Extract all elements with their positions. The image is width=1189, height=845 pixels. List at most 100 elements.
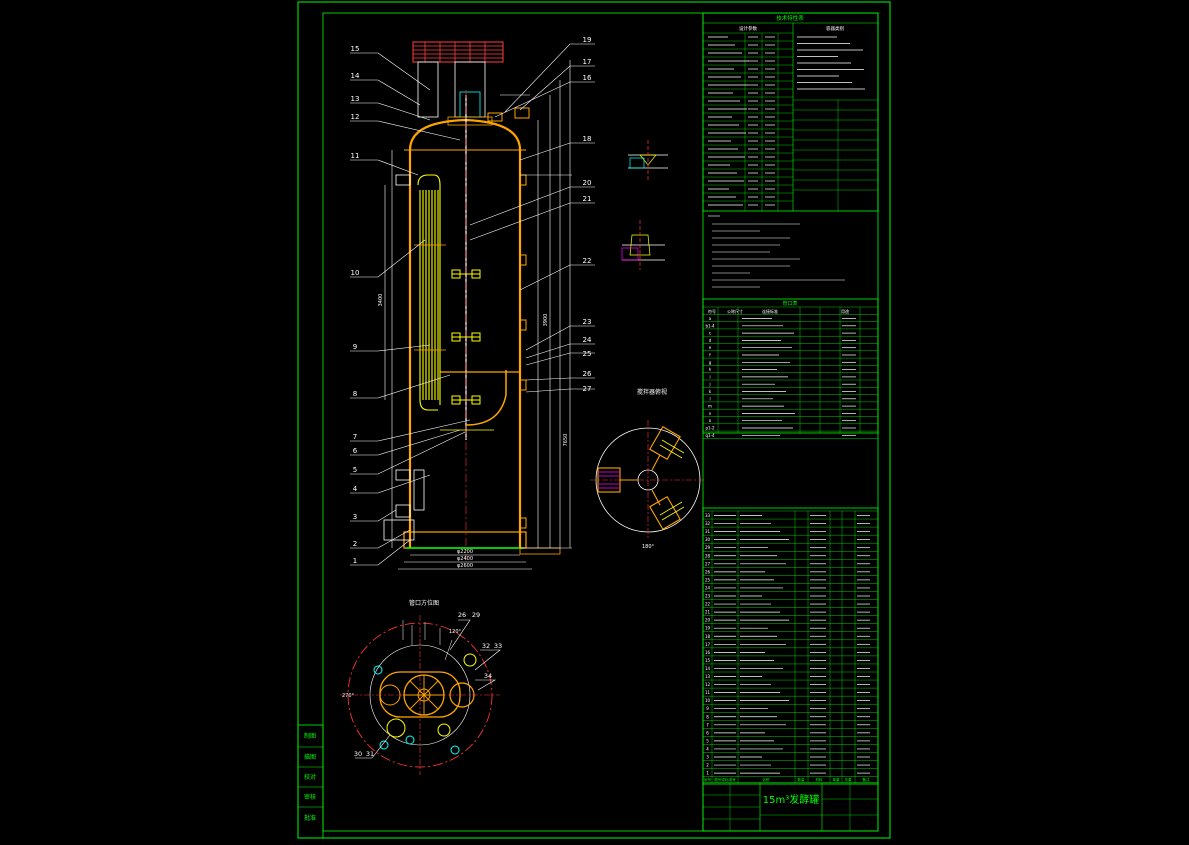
vessel-shell — [408, 118, 522, 548]
nozzle-symbol: f — [709, 353, 711, 358]
bom-row-number: 31 — [705, 529, 711, 534]
nozzle-symbol: m — [708, 404, 712, 409]
nozzle-symbol: k — [709, 389, 712, 394]
reducer-body — [454, 61, 486, 118]
angle-label-180: 180° — [642, 544, 655, 550]
part-label-7: 7 — [353, 433, 357, 441]
nozzle-table: 管口表符号公称尺寸连接标准用途ab1-4cdefghijklmnop1-2q1-… — [702, 298, 879, 439]
sidebar-label-2: 校对 — [304, 773, 316, 781]
bom-row-number: 29 — [705, 545, 711, 550]
part-label-16: 16 — [583, 74, 592, 82]
bom-header-cell: 备注 — [862, 777, 870, 782]
bom-row-number: 20 — [705, 618, 711, 623]
nozzle-table-header-cell: 符号 — [708, 308, 716, 314]
bom-header-cell: 材料 — [815, 777, 823, 782]
bom-row-number: 14 — [705, 666, 711, 671]
bom-row-number: 16 — [705, 650, 711, 655]
part-label-26: 26 — [583, 370, 592, 378]
bom-row-number: 15 — [705, 658, 711, 663]
bom-row-number: 5 — [706, 738, 709, 743]
nozzle-table-header-cell: 公称尺寸 — [727, 308, 743, 314]
part-label-6: 6 — [353, 447, 358, 455]
nozzle-symbol: g — [709, 360, 712, 365]
part-label-18: 18 — [583, 135, 592, 143]
bom-row-number: 21 — [705, 610, 711, 615]
angle-label-120: 120° — [449, 629, 462, 635]
part-label-23: 23 — [583, 318, 592, 326]
cooling-coil — [417, 174, 441, 411]
nozzle-symbol: h — [709, 367, 712, 372]
nozzle-table-header-cell: 用途 — [841, 308, 849, 314]
dim-shell-height: 3900 — [543, 314, 549, 327]
bom-row-number: 22 — [705, 602, 711, 607]
top-label-30: 30 — [354, 750, 362, 758]
part-label-14: 14 — [351, 72, 360, 80]
part-label-19: 19 — [583, 36, 592, 44]
part-label-11: 11 — [351, 152, 360, 160]
part-label-3: 3 — [353, 513, 357, 521]
top-label-31: 31 — [366, 750, 374, 758]
bom-row-number: 27 — [705, 561, 711, 566]
part-label-12: 12 — [351, 113, 360, 121]
bom-row-number: 19 — [705, 626, 711, 631]
bom-row-number: 10 — [705, 698, 711, 703]
part-label-4: 4 — [353, 485, 358, 493]
nozzle-symbol: p1-2 — [705, 426, 715, 431]
bom-row-number: 2 — [706, 763, 709, 768]
bom-row-number: 12 — [705, 682, 711, 687]
nozzle-symbol: o — [709, 418, 712, 423]
part-label-1: 1 — [353, 557, 357, 565]
top-label-26: 26 — [458, 611, 466, 619]
base-ring — [403, 531, 527, 549]
dim-total-height: 7650 — [563, 434, 569, 447]
nozzle-symbol: c — [709, 331, 711, 336]
nozzle-symbol: q1-4 — [705, 433, 715, 438]
nozzle-symbol: n — [709, 411, 712, 416]
bom-row-number: 26 — [705, 569, 711, 574]
nozzle-symbol: i — [709, 374, 710, 379]
title-block: 15m³发酵罐 — [702, 782, 879, 832]
part-label-24: 24 — [583, 336, 592, 344]
nozzle-symbol: a — [709, 316, 712, 321]
dim-coil-height: 3400 — [378, 294, 384, 307]
nozzle-table-title: 管口表 — [782, 300, 797, 307]
title-block-title: 15m³发酵罐 — [763, 793, 819, 806]
top-view-title: 管口方位图 — [409, 599, 439, 607]
outer-border — [297, 1, 891, 839]
sidebar-label-0: 制图 — [304, 732, 316, 740]
dimension-lines — [384, 60, 572, 570]
bom-header-cell: 序号 — [704, 777, 712, 782]
part-label-17: 17 — [583, 58, 592, 66]
part-label-20: 20 — [583, 179, 592, 187]
dim-base-width: φ2400 — [457, 556, 473, 562]
bom-row-number: 25 — [705, 577, 711, 582]
top-label-34: 34 — [484, 672, 492, 680]
part-label-10: 10 — [351, 269, 360, 277]
bom-row-number: 9 — [706, 706, 709, 711]
sidebar-label-3: 审核 — [304, 793, 316, 801]
bom-row-number: 11 — [705, 690, 711, 695]
weld-detail-1 — [628, 140, 668, 180]
bom-row-number: 4 — [706, 746, 709, 751]
leaders-right — [469, 43, 595, 393]
nozzle-symbol: l — [709, 396, 710, 401]
motor-body — [417, 61, 439, 118]
bom-row-number: 24 — [705, 585, 711, 590]
top-label-32: 32 — [482, 642, 490, 650]
sidebar-label-1: 描图 — [304, 753, 316, 761]
part-label-25: 25 — [583, 350, 592, 358]
part-label-21: 21 — [583, 195, 592, 203]
leaders-left — [350, 52, 471, 566]
motor-fins — [412, 41, 504, 63]
nozzle-symbol: e — [709, 345, 712, 350]
bom-row-number: 13 — [705, 674, 711, 679]
bom-header-cell: 图号或标准号 — [714, 777, 736, 782]
bom-header-cell: 总重 — [844, 777, 852, 782]
bom-row-number: 23 — [705, 594, 711, 599]
part-label-22: 22 — [583, 257, 592, 265]
part-label-8: 8 — [353, 390, 357, 398]
part-label-15: 15 — [351, 45, 360, 53]
bom-row-number: 3 — [706, 755, 709, 760]
bottom-pipe — [465, 370, 507, 426]
